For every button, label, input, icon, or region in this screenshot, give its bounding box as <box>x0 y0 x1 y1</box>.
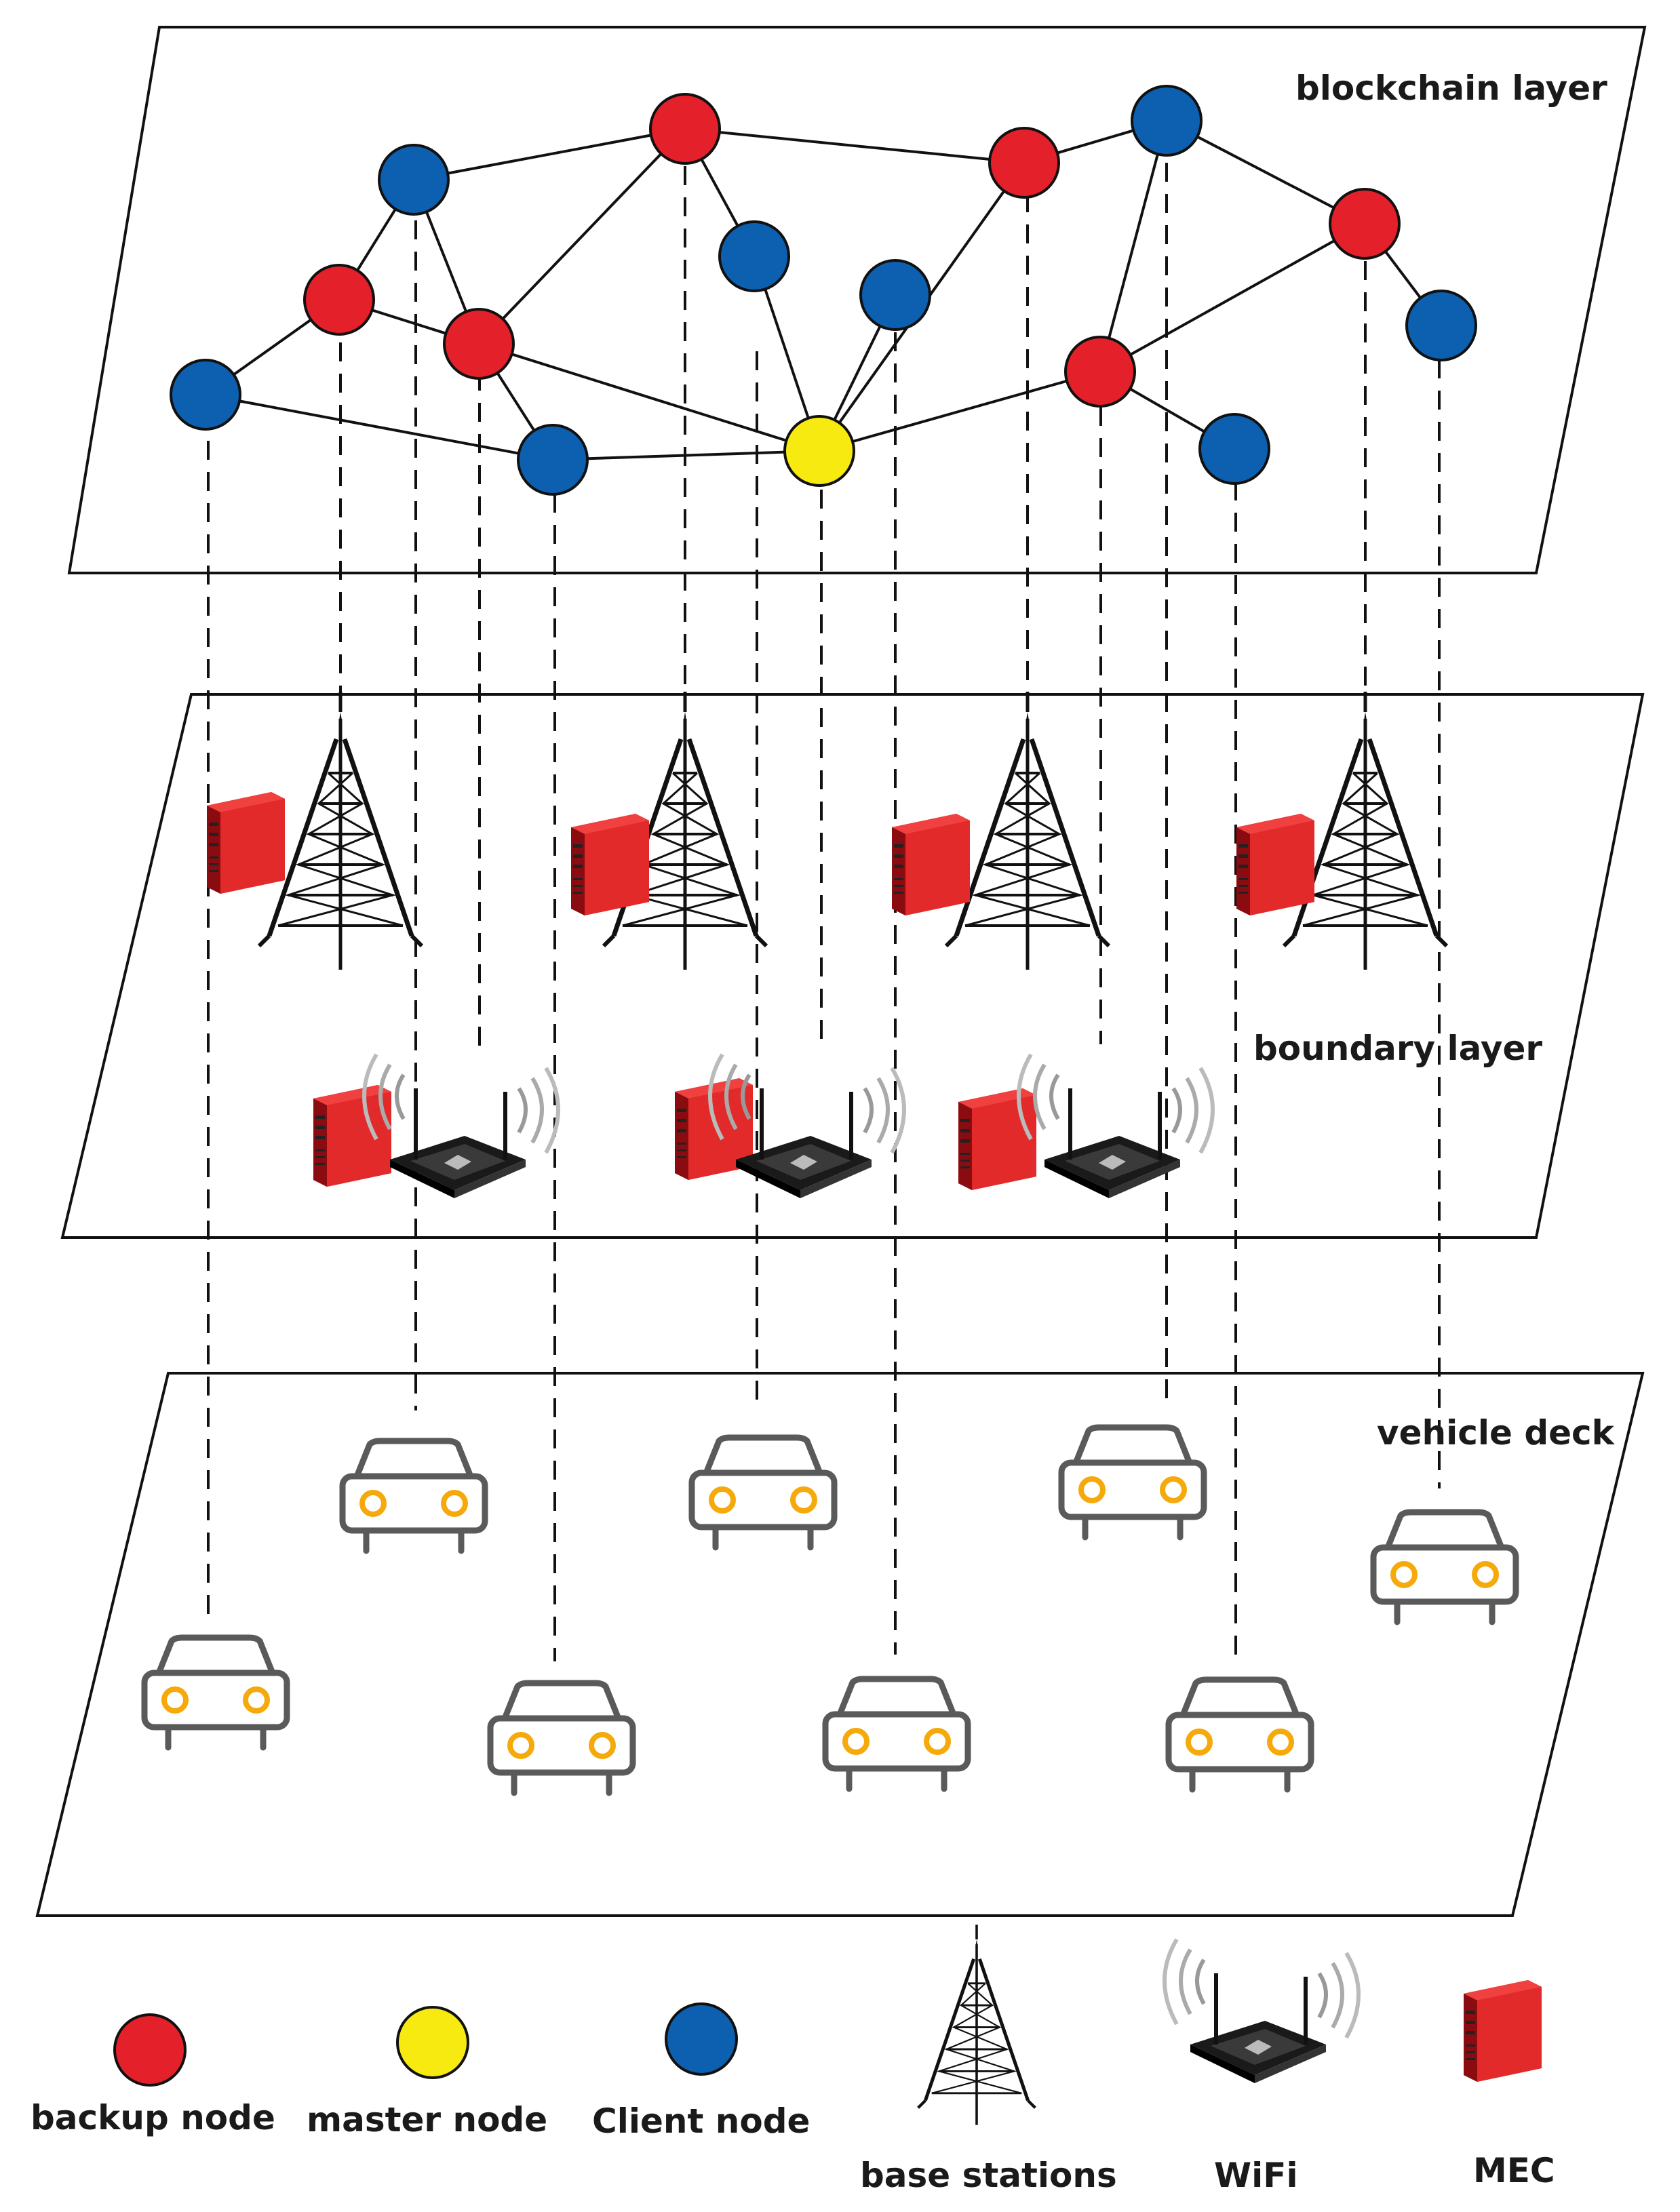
legend-mec-label: MEC <box>1473 2151 1555 2190</box>
legend-backup-label: backup node <box>31 2098 275 2137</box>
client-node <box>170 359 241 431</box>
legend-client-swatch <box>665 2002 738 2076</box>
client-node <box>1198 413 1270 485</box>
vehicle-deck-label: vehicle deck <box>1377 1413 1616 1453</box>
legend-master-swatch <box>396 2006 469 2079</box>
backup-node <box>443 308 515 380</box>
legend-client-label: Client node <box>592 2101 810 2141</box>
network-edge <box>413 127 686 181</box>
network-edge <box>1099 120 1168 372</box>
client-node <box>718 220 790 292</box>
backup-node <box>649 93 721 165</box>
network-edge <box>819 370 1101 452</box>
network-edge <box>478 342 820 452</box>
network-edge <box>1166 119 1365 225</box>
legend-base-stations-label: base stations <box>860 2156 1117 2195</box>
backup-node <box>303 264 375 336</box>
mec-server <box>892 814 970 915</box>
network-edge <box>684 127 1025 164</box>
mec-server <box>207 792 285 894</box>
layer-connections <box>207 163 1441 1661</box>
network-edge <box>205 393 553 461</box>
vehicle-deck-plane <box>35 1372 1645 1917</box>
blockchain-layer-label: blockchain layer <box>1295 68 1607 108</box>
legend-wifi-label: WiFi <box>1214 2156 1298 2195</box>
master-node <box>783 415 855 487</box>
legend-backup-swatch <box>113 2013 187 2087</box>
backup-node <box>1329 188 1401 260</box>
mec-server <box>571 814 649 915</box>
network-nodes <box>170 85 1477 496</box>
network-edge <box>477 127 686 345</box>
client-node <box>1405 290 1477 361</box>
legend-tower-icon <box>918 1924 1036 2125</box>
client-node <box>859 259 931 331</box>
legend-mec-icon <box>1464 1980 1542 2082</box>
client-node <box>517 424 589 496</box>
client-node <box>1131 85 1203 157</box>
mec-server <box>958 1088 1036 1190</box>
client-node <box>378 144 450 216</box>
network-edge <box>552 450 820 461</box>
legend-master-label: master node <box>307 2100 547 2139</box>
network-edge <box>1099 222 1365 373</box>
boundary-layer-label: boundary layer <box>1253 1029 1542 1068</box>
legend-wifi-icon <box>1165 1939 1359 2083</box>
backup-node <box>1064 336 1136 408</box>
backup-node <box>988 127 1060 199</box>
legend: backup node master node Client node base… <box>31 1924 1555 2195</box>
mec-server <box>1236 814 1314 915</box>
